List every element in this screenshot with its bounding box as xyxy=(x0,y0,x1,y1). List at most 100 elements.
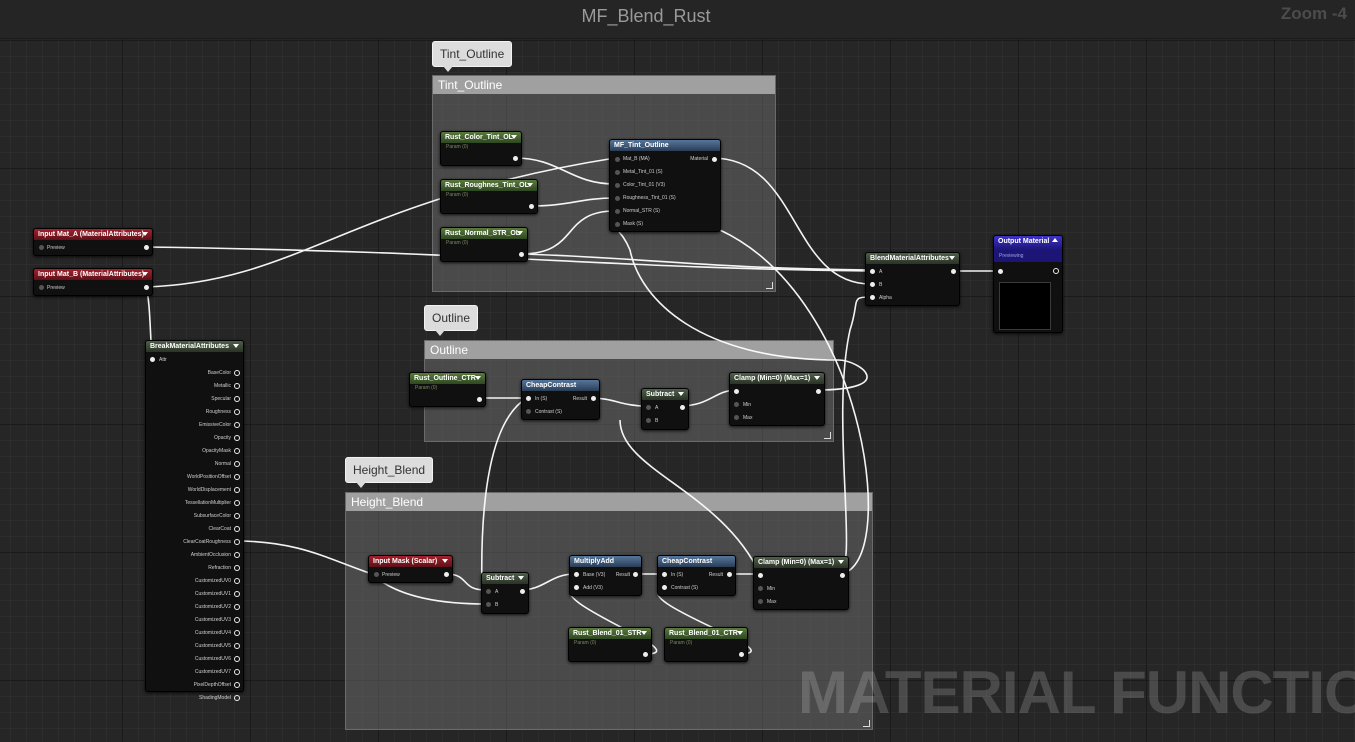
collapse-arrow-icon[interactable] xyxy=(511,135,517,139)
collapse-arrow-icon[interactable] xyxy=(641,631,647,635)
node-clamp-1[interactable]: Clamp (Min=0) (Max=1) Min Max xyxy=(729,372,825,426)
input-pin-icon[interactable] xyxy=(758,599,763,604)
output-pin-icon[interactable] xyxy=(234,604,240,610)
output-pin-icon[interactable] xyxy=(234,383,240,389)
output-pin-icon[interactable] xyxy=(234,591,240,597)
collapse-arrow-icon[interactable] xyxy=(442,559,448,563)
input-pin-icon[interactable] xyxy=(615,183,620,188)
node-rust-blend-ctr[interactable]: Rust_Blend_01_CTR Param (0) xyxy=(664,627,748,662)
input-pin-icon[interactable] xyxy=(646,418,651,423)
output-pin-icon[interactable] xyxy=(951,269,956,274)
output-pin-icon[interactable] xyxy=(234,370,240,376)
node-output-material[interactable]: Output Material Previewing xyxy=(993,235,1063,333)
input-pin-icon[interactable] xyxy=(574,585,579,590)
node-rust-roughness-tint[interactable]: Rust_Roughnes_Tint_OL Param (0) xyxy=(440,179,538,214)
comment-box-height-blend[interactable]: Height_Blend xyxy=(345,492,873,730)
input-pin-icon[interactable] xyxy=(486,589,491,594)
node-rust-blend-str[interactable]: Rust_Blend_01_STR Param (0) xyxy=(568,627,652,662)
output-pin-icon[interactable] xyxy=(234,669,240,675)
input-pin-icon[interactable] xyxy=(615,222,620,227)
output-pin-icon[interactable] xyxy=(234,422,240,428)
output-pin-icon[interactable] xyxy=(513,156,518,161)
output-pin-icon[interactable] xyxy=(633,572,638,577)
input-pin-icon[interactable] xyxy=(615,157,620,162)
input-pin-icon[interactable] xyxy=(615,196,620,201)
input-pin-icon[interactable] xyxy=(734,402,739,407)
input-pin-icon[interactable] xyxy=(526,409,531,414)
collapse-arrow-icon[interactable] xyxy=(142,232,148,236)
node-clamp-2[interactable]: Clamp (Min=0) (Max=1) Min Max xyxy=(753,556,849,610)
output-pin-icon[interactable] xyxy=(816,389,821,394)
output-pin-icon[interactable] xyxy=(234,539,240,545)
node-blend-material-attributes[interactable]: BlendMaterialAttributes A B Alpha xyxy=(865,252,960,306)
output-pin-icon[interactable] xyxy=(591,396,596,401)
node-rust-outline-ctr[interactable]: Rust_Outline_CTR Param (0) xyxy=(409,372,486,407)
input-pin-icon[interactable] xyxy=(646,405,651,410)
output-pin-icon[interactable] xyxy=(643,652,648,657)
output-pin-icon[interactable] xyxy=(234,578,240,584)
pin-dot-icon[interactable] xyxy=(39,245,44,250)
output-pin-icon[interactable] xyxy=(234,617,240,623)
output-pin-icon[interactable] xyxy=(234,474,240,480)
node-mf-tint-outline[interactable]: MF_Tint_Outline Mat_B (MA) Metal_Tint_01… xyxy=(609,139,721,232)
output-pin-icon[interactable] xyxy=(840,573,845,578)
resize-handle[interactable] xyxy=(824,432,831,439)
input-pin-icon[interactable] xyxy=(870,269,875,274)
output-pin-icon[interactable] xyxy=(234,643,240,649)
output-pin-icon[interactable] xyxy=(234,409,240,415)
collapse-arrow-icon[interactable] xyxy=(1052,238,1058,242)
output-pin-icon[interactable] xyxy=(234,461,240,467)
output-pin-icon[interactable] xyxy=(234,435,240,441)
input-pin-icon[interactable] xyxy=(615,170,620,175)
pin-dot-icon[interactable] xyxy=(39,285,44,290)
output-pin-icon[interactable] xyxy=(519,252,524,257)
input-pin-icon[interactable] xyxy=(758,573,763,578)
output-pin-icon[interactable] xyxy=(234,500,240,506)
output-pin-icon[interactable] xyxy=(477,397,482,402)
collapse-arrow-icon[interactable] xyxy=(517,231,523,235)
node-input-mat-a[interactable]: Input Mat_A (MaterialAttributes) Preview xyxy=(33,228,153,256)
output-pin-icon[interactable] xyxy=(144,285,149,290)
collapse-arrow-icon[interactable] xyxy=(518,576,524,580)
resize-handle[interactable] xyxy=(863,720,870,727)
comment-bubble-outline[interactable]: Outline xyxy=(424,305,479,336)
output-pin-icon[interactable] xyxy=(680,405,685,410)
collapse-arrow-icon[interactable] xyxy=(233,344,239,348)
input-pin-icon[interactable] xyxy=(615,209,620,214)
input-pin-icon[interactable] xyxy=(574,572,579,577)
output-pin-icon[interactable] xyxy=(144,245,149,250)
input-pin-icon[interactable] xyxy=(734,389,739,394)
collapse-arrow-icon[interactable] xyxy=(678,392,684,396)
collapse-arrow-icon[interactable] xyxy=(949,256,955,260)
node-rust-color-tint[interactable]: Rust_Color_Tint_OL Param (0) xyxy=(440,131,522,166)
output-pin-icon[interactable] xyxy=(234,396,240,402)
collapse-arrow-icon[interactable] xyxy=(142,272,148,276)
input-pin-icon[interactable] xyxy=(758,586,763,591)
output-pin-icon[interactable] xyxy=(234,695,240,701)
input-pin-icon[interactable] xyxy=(998,269,1003,274)
node-rust-normal-str[interactable]: Rust_Normal_STR_OL Param (0) xyxy=(440,227,528,262)
output-pin-icon[interactable] xyxy=(234,630,240,636)
output-pin-icon[interactable] xyxy=(234,682,240,688)
input-pin-icon[interactable] xyxy=(526,396,531,401)
node-subtract-2[interactable]: Subtract A B xyxy=(481,572,529,614)
input-pin-icon[interactable] xyxy=(150,357,155,362)
output-pin-icon[interactable] xyxy=(234,513,240,519)
collapse-arrow-icon[interactable] xyxy=(737,631,743,635)
output-pin-icon[interactable] xyxy=(529,204,534,209)
input-pin-icon[interactable] xyxy=(734,415,739,420)
output-pin-icon[interactable] xyxy=(520,589,525,594)
output-pin-icon[interactable] xyxy=(712,157,717,162)
node-input-mask[interactable]: Input Mask (Scalar) Preview xyxy=(368,555,453,583)
output-pin-icon[interactable] xyxy=(739,652,744,657)
collapse-arrow-icon[interactable] xyxy=(475,376,481,380)
input-pin-icon[interactable] xyxy=(662,585,667,590)
node-subtract-1[interactable]: Subtract A B xyxy=(641,388,689,430)
node-cheap-contrast-2[interactable]: CheapContrast In (S) Contrast (S) Result xyxy=(657,555,736,596)
output-pin-icon[interactable] xyxy=(234,565,240,571)
output-pin-icon[interactable] xyxy=(234,448,240,454)
input-pin-icon[interactable] xyxy=(870,295,875,300)
collapse-arrow-icon[interactable] xyxy=(814,376,820,380)
input-pin-icon[interactable] xyxy=(662,572,667,577)
